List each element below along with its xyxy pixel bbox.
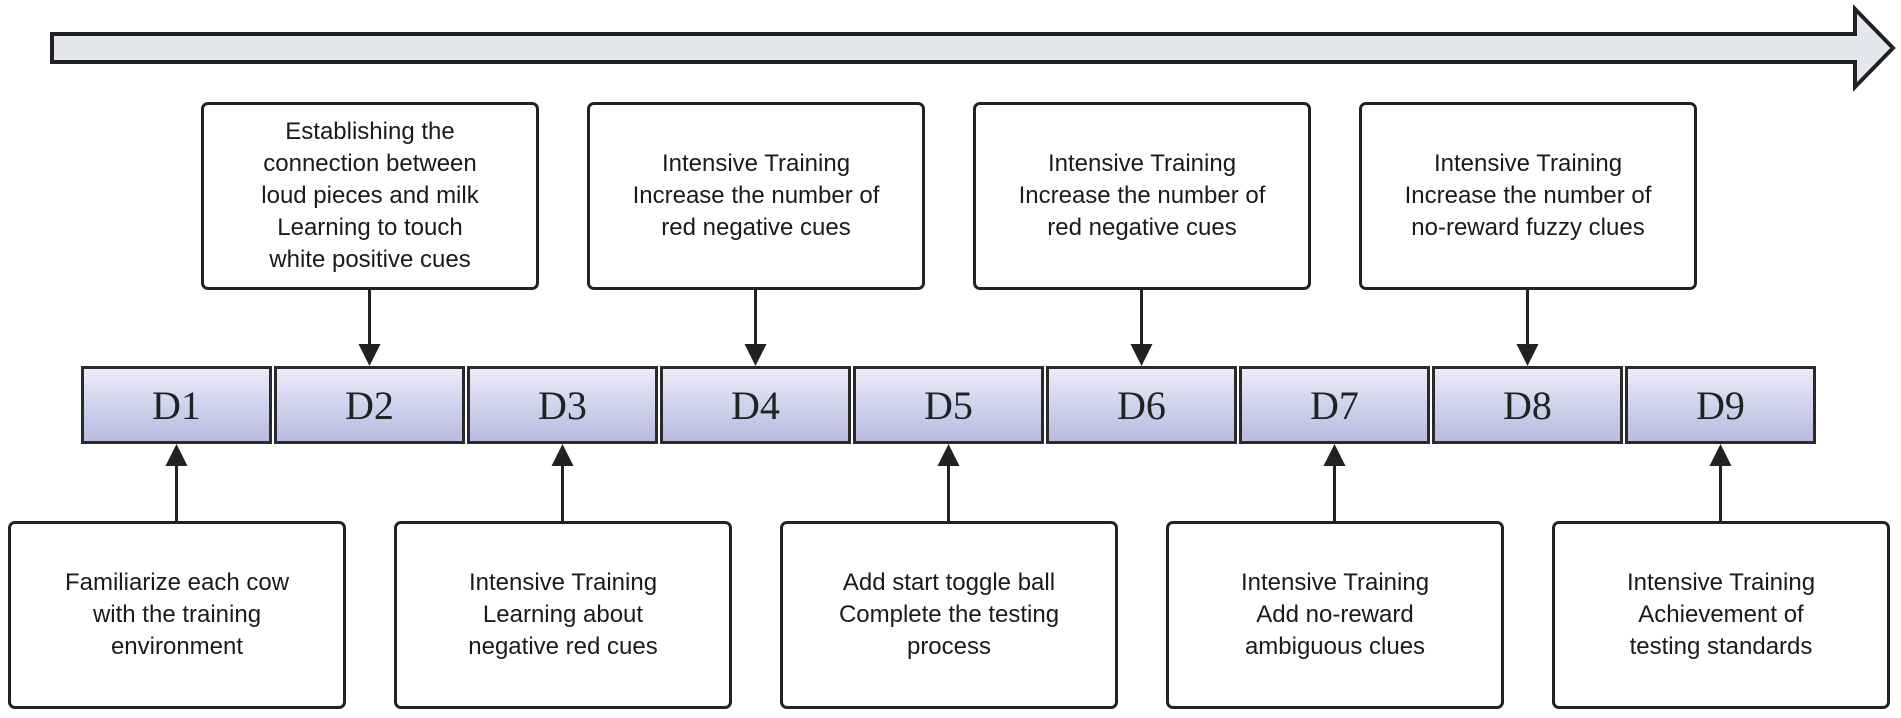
box-line: Add no-reward <box>1256 601 1414 628</box>
top-box-d6: Intensive Training Increase the number o… <box>973 102 1311 290</box>
arrow-to-d8-head <box>1516 344 1539 366</box>
arrow-to-d4-head <box>744 344 767 366</box>
bottom-box-d3: Intensive Training Learning about negati… <box>394 521 732 709</box>
arrow-to-d9-head <box>1709 444 1732 466</box>
day-label: D6 <box>1117 382 1166 428</box>
bottom-box-d5: Add start toggle ball Complete the testi… <box>780 521 1118 709</box>
day-label: D3 <box>538 382 587 428</box>
top-box-d8: Intensive Training Increase the number o… <box>1359 102 1697 290</box>
box-line: Establishing the <box>285 118 455 145</box>
day-cell-d5: D5 <box>853 366 1044 444</box>
day-label: D8 <box>1503 382 1552 428</box>
box-line: Increase the number of <box>1018 182 1266 209</box>
box-line: Achievement of <box>1638 601 1804 628</box>
box-line: Intensive Training <box>1626 569 1816 596</box>
day-cell-d9: D9 <box>1625 366 1816 444</box>
arrow-to-d1-head <box>165 444 188 466</box>
day-label: D2 <box>345 382 394 428</box>
box-line: connection between <box>263 150 477 177</box>
arrow-to-d3-head <box>551 444 574 466</box>
box-line: process <box>906 633 992 660</box>
day-cell-d4: D4 <box>660 366 851 444</box>
arrow-to-d6-head <box>1130 344 1153 366</box>
box-line: Increase the number of <box>1404 182 1652 209</box>
box-line: Intensive Training <box>1240 569 1430 596</box>
arrow-to-d7-head <box>1323 444 1346 466</box>
bottom-box-d9: Intensive Training Achievement of testin… <box>1552 521 1890 709</box>
box-line: environment <box>110 633 244 660</box>
top-box-d2: Establishing the connection between loud… <box>201 102 539 290</box>
box-line: Add start toggle ball <box>842 569 1056 596</box>
day-cell-d3: D3 <box>467 366 658 444</box>
arrow-to-d5-head <box>937 444 960 466</box>
box-line: Familiarize each cow <box>64 569 290 596</box>
day-label: D7 <box>1310 382 1359 428</box>
day-cell-d6: D6 <box>1046 366 1237 444</box>
bottom-box-d7: Intensive Training Add no-reward ambiguo… <box>1166 521 1504 709</box>
day-cell-d8: D8 <box>1432 366 1623 444</box>
day-cell-d7: D7 <box>1239 366 1430 444</box>
day-label: D5 <box>924 382 973 428</box>
day-cell-d2: D2 <box>274 366 465 444</box>
day-label: D9 <box>1696 382 1745 428</box>
box-line: negative red cues <box>468 633 658 660</box>
box-line: red negative cues <box>661 214 851 241</box>
box-line: loud pieces and milk <box>261 182 479 209</box>
box-line: white positive cues <box>269 246 471 273</box>
box-line: Complete the testing <box>838 601 1060 628</box>
box-line: Increase the number of <box>632 182 880 209</box>
arrow-to-d2-head <box>358 344 381 366</box>
day-label: D4 <box>731 382 780 428</box>
day-cell-d1: D1 <box>81 366 272 444</box>
box-line: Intensive Training <box>1433 150 1623 177</box>
bottom-box-d1: Familiarize each cow with the training e… <box>8 521 346 709</box>
box-line: Intensive Training <box>661 150 851 177</box>
box-line: Intensive Training <box>1047 150 1237 177</box>
top-box-d4: Intensive Training Increase the number o… <box>587 102 925 290</box>
box-line: Learning about <box>482 601 644 628</box>
timeline-arrow-shape <box>50 4 1896 92</box>
box-line: no-reward fuzzy clues <box>1411 214 1645 241</box>
box-line: ambiguous clues <box>1244 633 1426 660</box>
day-label: D1 <box>152 382 201 428</box>
box-line: red negative cues <box>1047 214 1237 241</box>
box-line: with the training <box>92 601 262 628</box>
box-line: testing standards <box>1629 633 1813 660</box>
box-line: Intensive Training <box>468 569 658 596</box>
box-line: Learning to touch <box>277 214 463 241</box>
